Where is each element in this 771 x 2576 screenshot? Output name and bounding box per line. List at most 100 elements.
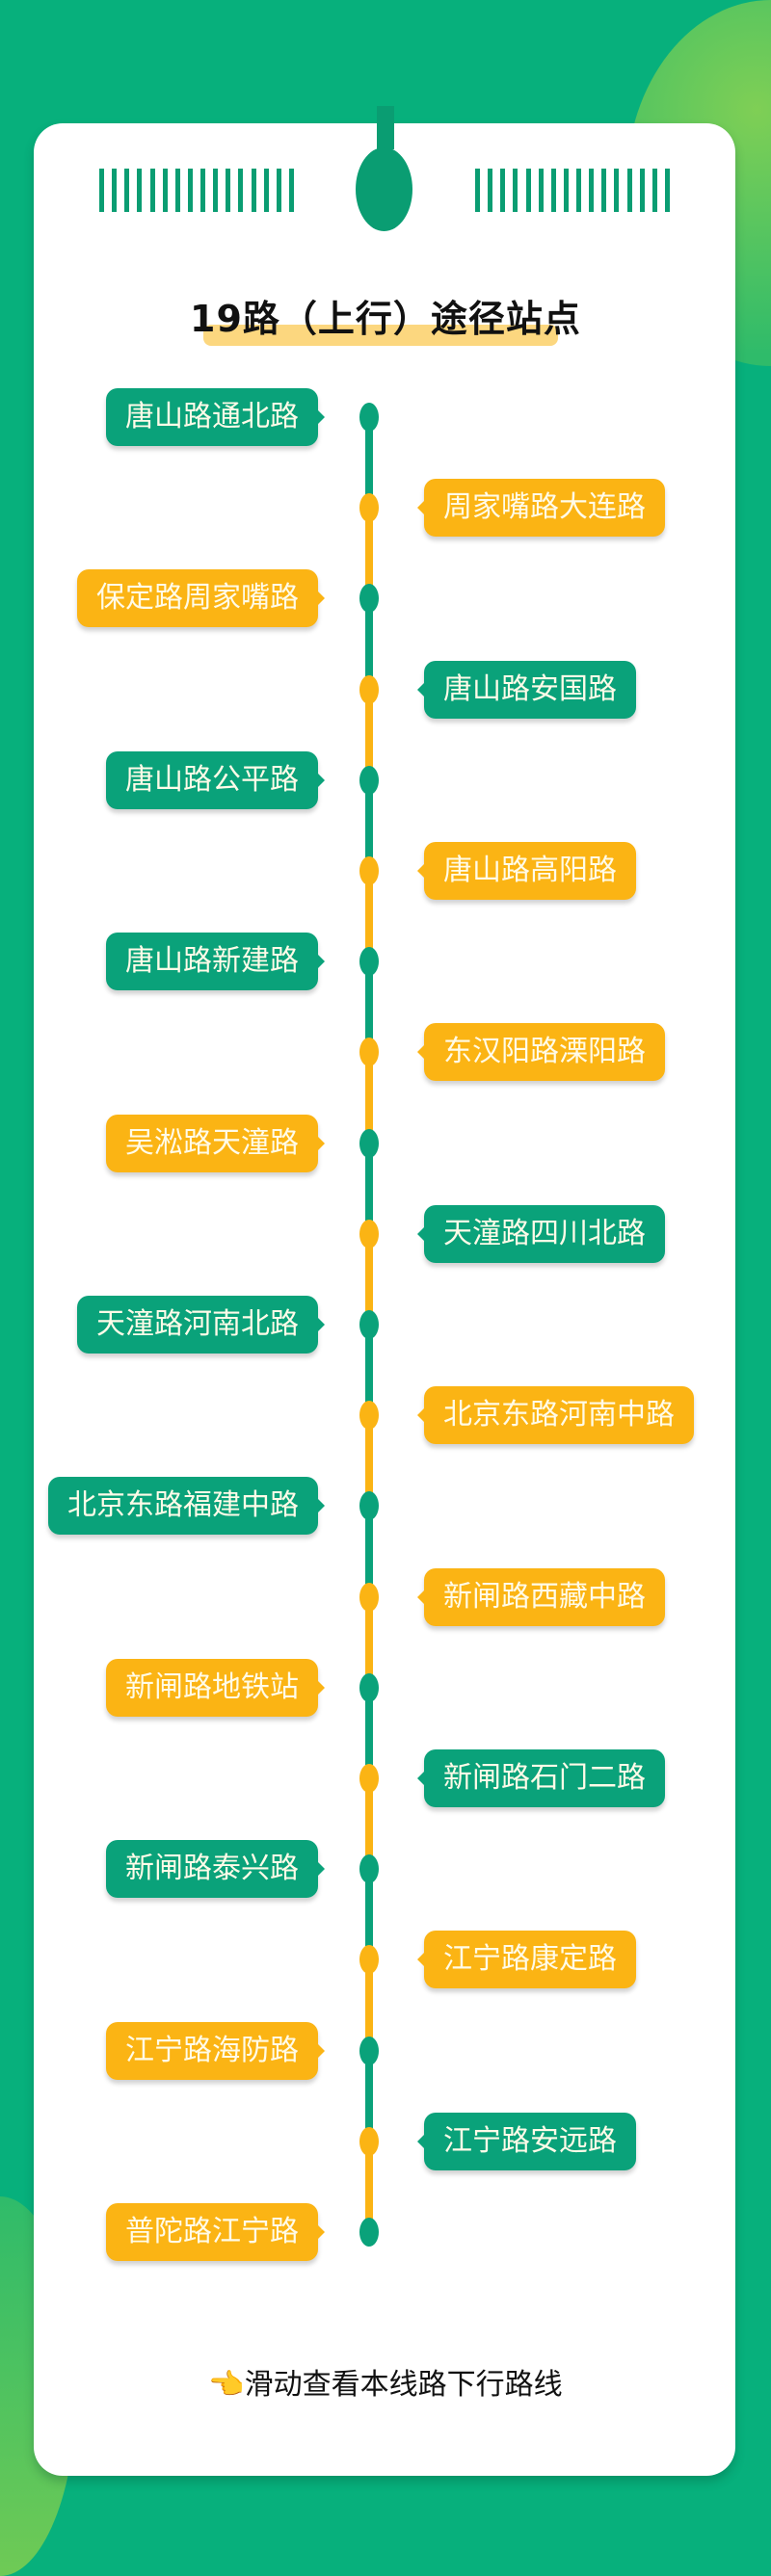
station-dot	[359, 2036, 379, 2065]
station-dot	[359, 1401, 379, 1431]
route-line-segment	[365, 2141, 373, 2232]
station-dot	[359, 765, 379, 795]
station-label[interactable]: 唐山路通北路	[106, 388, 325, 446]
barcode-stripe	[525, 169, 531, 212]
hanger-hook-icon	[356, 147, 412, 231]
barcode-stripe	[488, 169, 493, 212]
barcode-stripe	[651, 169, 657, 212]
station-label[interactable]: 北京东路河南中路	[417, 1386, 694, 1445]
barcode-stripe	[614, 169, 620, 212]
route-line-segment	[365, 1778, 373, 1870]
station-label[interactable]: 吴淞路天潼路	[106, 1114, 325, 1172]
barcode-stripe	[500, 169, 506, 212]
station-dot	[359, 1128, 379, 1158]
station-label[interactable]: 江宁路安远路	[417, 2112, 636, 2170]
station-label[interactable]: 江宁路康定路	[417, 1931, 636, 1989]
footer-hint-text: 滑动查看本线路下行路线	[244, 2368, 563, 2402]
station-label[interactable]: 新闸路泰兴路	[106, 1840, 325, 1899]
barcode-decoration-left	[99, 169, 294, 212]
barcode-stripe	[601, 169, 607, 212]
station-label[interactable]: 北京东路福建中路	[48, 1477, 325, 1536]
page-title-text: 19路（上行）途径站点	[190, 298, 581, 340]
route-line-segment	[365, 1052, 373, 1143]
pointing-hand-icon: 👈	[208, 2368, 245, 2402]
route-line-segment	[365, 1687, 373, 1778]
station-dot	[359, 1038, 379, 1067]
station-label[interactable]: 保定路周家嘴路	[77, 569, 325, 628]
barcode-stripe	[124, 169, 130, 212]
station-label[interactable]: 新闸路地铁站	[106, 1658, 325, 1717]
barcode-stripe	[664, 169, 670, 212]
page-title-container: 19路（上行）途径站点	[0, 289, 771, 346]
barcode-stripe	[538, 169, 544, 212]
station-label[interactable]: 周家嘴路大连路	[417, 479, 665, 538]
barcode-stripe	[550, 169, 556, 212]
station-dot	[359, 403, 379, 432]
barcode-stripe	[563, 169, 569, 212]
station-dot	[359, 1219, 379, 1249]
route-line-segment	[365, 1596, 373, 1688]
route-line-segment	[365, 1869, 373, 1960]
route-line-segment	[365, 1233, 373, 1325]
barcode-stripe	[589, 169, 595, 212]
station-label[interactable]: 唐山路高阳路	[417, 842, 636, 900]
route-line-segment	[365, 1415, 373, 1507]
barcode-stripe	[288, 169, 294, 212]
barcode-stripe	[149, 169, 155, 212]
route-line-segment	[365, 417, 373, 509]
station-dot	[359, 2126, 379, 2156]
station-label[interactable]: 唐山路公平路	[106, 750, 325, 809]
route-line-segment	[365, 1506, 373, 1597]
route-line-segment	[365, 2050, 373, 2142]
station-label[interactable]: 天潼路河南北路	[77, 1296, 325, 1354]
station-label[interactable]: 唐山路新建路	[106, 933, 325, 991]
barcode-stripe	[626, 169, 632, 212]
station-label[interactable]: 东汉阳路溧阳路	[417, 1023, 665, 1082]
route-line-segment	[365, 871, 373, 962]
station-dot	[359, 584, 379, 614]
page-title: 19路（上行）途径站点	[190, 289, 581, 346]
station-dot	[359, 2218, 379, 2247]
barcode-stripe	[162, 169, 168, 212]
station-label[interactable]: 普陀路江宁路	[106, 2203, 325, 2261]
barcode-decoration-right	[475, 169, 670, 212]
barcode-stripe	[112, 169, 118, 212]
barcode-stripe	[263, 169, 269, 212]
barcode-stripe	[137, 169, 143, 212]
barcode-stripe	[639, 169, 645, 212]
station-label[interactable]: 唐山路安国路	[417, 660, 636, 719]
station-label[interactable]: 江宁路海防路	[106, 2021, 325, 2080]
station-label[interactable]: 新闸路石门二路	[417, 1749, 665, 1807]
station-dot	[359, 1491, 379, 1521]
barcode-stripe	[99, 169, 104, 212]
route-line-segment	[365, 1325, 373, 1416]
barcode-stripe	[174, 169, 180, 212]
route-line-segment	[365, 689, 373, 780]
route-line-segment	[365, 1959, 373, 2051]
barcode-stripe	[238, 169, 244, 212]
station-dot	[359, 493, 379, 523]
barcode-stripe	[276, 169, 281, 212]
station-dot	[359, 1945, 379, 1975]
station-dot	[359, 1672, 379, 1702]
title-highlight	[203, 325, 558, 346]
footer-hint[interactable]: 👈滑动查看本线路下行路线	[0, 2360, 771, 2403]
station-label[interactable]: 新闸路西藏中路	[417, 1567, 665, 1626]
barcode-stripe	[513, 169, 518, 212]
route-line-segment	[365, 779, 373, 871]
barcode-stripe	[226, 169, 231, 212]
barcode-stripe	[576, 169, 581, 212]
station-dot	[359, 674, 379, 704]
barcode-stripe	[213, 169, 219, 212]
route-line-segment	[365, 598, 373, 690]
hanger-stem	[377, 106, 394, 149]
station-dot	[359, 947, 379, 977]
barcode-stripe	[251, 169, 256, 212]
route-line-segment	[365, 508, 373, 599]
station-label[interactable]: 天潼路四川北路	[417, 1204, 665, 1263]
barcode-stripe	[475, 169, 480, 212]
station-dot	[359, 1310, 379, 1339]
barcode-stripe	[187, 169, 193, 212]
barcode-stripe	[200, 169, 205, 212]
station-dot	[359, 1854, 379, 1884]
